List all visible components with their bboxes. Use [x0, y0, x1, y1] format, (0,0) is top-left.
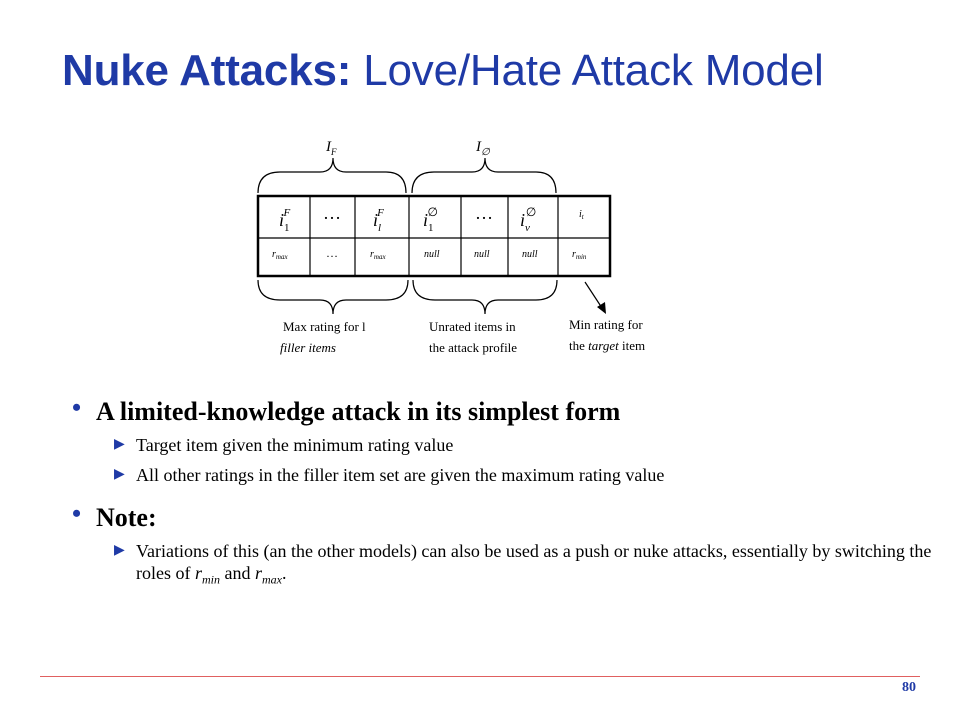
unrated-caption-line1: Unrated items in: [429, 319, 516, 334]
bullet-limited-knowledge: • A limited-knowledge attack in its simp…: [72, 393, 932, 428]
page-number: 80: [902, 680, 916, 695]
bullet-note: • Note:: [72, 499, 932, 534]
bullet-text: Note:: [96, 503, 157, 532]
bullet-dot-icon: •: [72, 393, 82, 422]
triangle-bullet-icon: ▶: [114, 437, 125, 452]
value-cell-ellipsis: …: [326, 246, 338, 260]
header-cell-ilF: ilF: [373, 207, 384, 234]
value-cell-rmin: rmin: [572, 249, 587, 261]
love-hate-diagram: IF I∅ i1F … ilF i1∅ … iv∅ it rmax … rmax…: [256, 139, 645, 355]
header-cell-ellipsis-1: …: [323, 203, 341, 223]
header-cell-ivnull: iv∅: [520, 205, 536, 234]
triangle-bullet-icon: ▶: [114, 467, 125, 482]
slide-content: • A limited-knowledge attack in its simp…: [72, 393, 932, 599]
filler-top-brace: [257, 157, 407, 194]
sub-bullet-target: ▶ Target item given the minimum rating v…: [72, 434, 932, 456]
filler-caption-line2: filler items: [280, 340, 336, 355]
footer-rule: [40, 676, 920, 677]
sub-bullet-text: Target item given the minimum rating val…: [136, 435, 454, 455]
value-cell-null-2: null: [474, 249, 490, 260]
filler-bottom-brace: [257, 279, 409, 315]
unrated-set-label: I∅: [475, 139, 491, 158]
header-cell-i1F: i1F: [279, 207, 291, 234]
profile-table: [256, 194, 612, 278]
filler-set-label: IF: [325, 139, 337, 157]
value-cell-null-3: null: [522, 249, 538, 260]
target-caption-line1: Min rating for: [569, 317, 643, 332]
bullet-dot-icon: •: [72, 499, 82, 528]
header-cell-ellipsis-2: …: [475, 203, 493, 223]
target-arrow-head: [597, 302, 606, 314]
value-cell-rmax-1: rmax: [272, 249, 288, 261]
filler-caption-line1: Max rating for l: [283, 319, 366, 334]
sub-bullet-filler: ▶ All other ratings in the filler item s…: [72, 464, 932, 486]
header-cell-i1null: i1∅: [423, 205, 438, 234]
sub-bullet-text: All other ratings in the filler item set…: [136, 465, 665, 485]
sub-bullet-text: Variations of this (an the other models)…: [136, 541, 932, 587]
unrated-top-brace: [411, 157, 557, 194]
sub-bullet-variations: ▶ Variations of this (an the other model…: [72, 540, 932, 591]
target-caption-line2: the target item: [569, 338, 645, 353]
value-cell-null-1: null: [424, 249, 440, 260]
unrated-bottom-brace: [412, 279, 558, 315]
triangle-bullet-icon: ▶: [114, 543, 125, 558]
slide-title-bold: Nuke Attacks:: [62, 46, 352, 95]
header-cell-it: it: [579, 209, 585, 221]
slide-title-rest: Love/Hate Attack Model: [351, 46, 824, 95]
bullet-text: A limited-knowledge attack in its simple…: [96, 397, 621, 426]
value-cell-rmax-2: rmax: [370, 249, 386, 261]
slide-title: Nuke Attacks: Love/Hate Attack Model: [62, 46, 824, 96]
target-arrow-line: [584, 281, 603, 309]
unrated-caption-line2: the attack profile: [429, 340, 517, 355]
